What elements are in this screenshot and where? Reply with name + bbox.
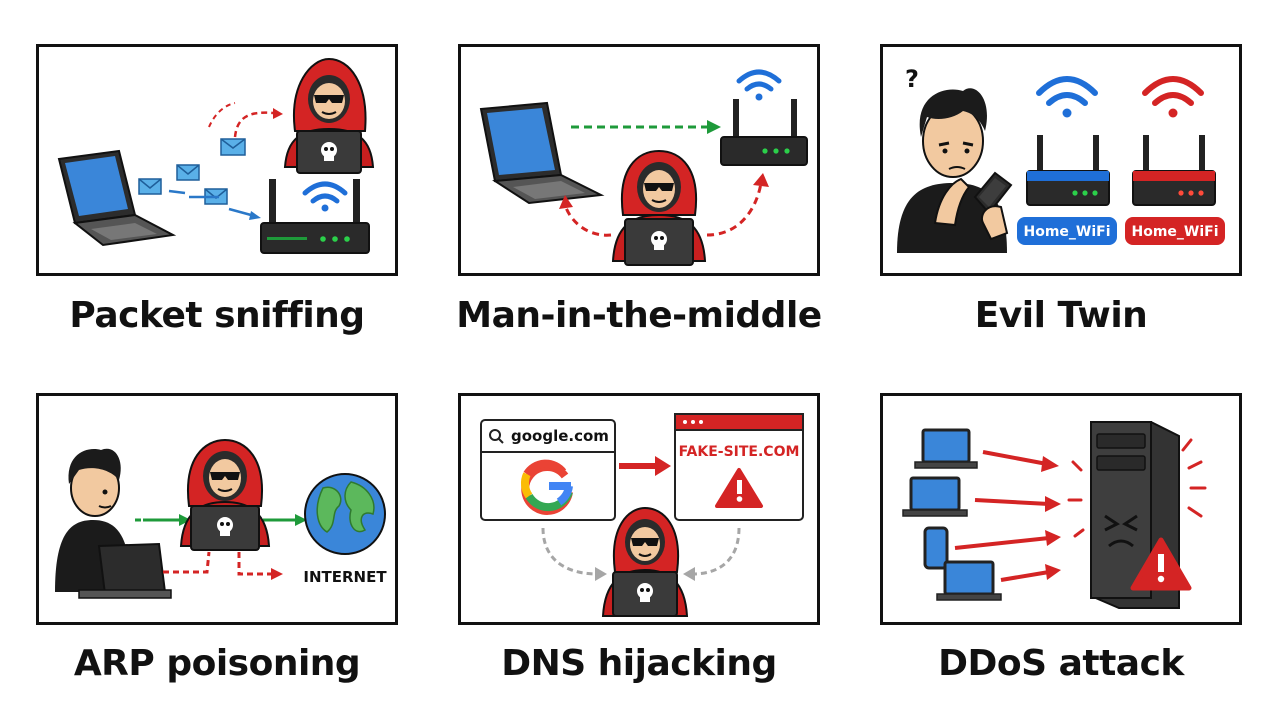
google-logo-icon bbox=[521, 459, 573, 515]
skull-icon bbox=[651, 231, 667, 250]
caption-evil-twin: Evil Twin bbox=[974, 295, 1148, 336]
skull-icon bbox=[637, 583, 653, 602]
laptop-icon bbox=[78, 542, 172, 599]
panel-ddos-attack bbox=[880, 393, 1242, 625]
question-mark: ? bbox=[905, 65, 919, 93]
router-icon bbox=[260, 179, 370, 254]
evil-twin-illustration: ? bbox=[897, 65, 1225, 253]
wifi-icon bbox=[736, 69, 782, 101]
packet-sniffing-illustration bbox=[57, 57, 375, 254]
panel-dns-hijacking: google.com FAKE-SITE.COM bbox=[458, 393, 820, 625]
laptop-icon bbox=[936, 560, 1002, 601]
router-icon bbox=[1132, 135, 1216, 206]
panel-man-in-the-middle bbox=[458, 44, 820, 276]
laptop-icon bbox=[57, 149, 177, 247]
envelope-icon bbox=[220, 138, 246, 156]
wifi-label-red-text: Home_WiFi bbox=[1131, 224, 1218, 240]
internet-label: INTERNET bbox=[303, 568, 387, 586]
laptop-icon bbox=[902, 476, 968, 517]
search-icon bbox=[489, 429, 504, 444]
panel-arp-poisoning: INTERNET bbox=[36, 393, 398, 625]
hacker-icon bbox=[179, 438, 271, 551]
browser-window-fake: FAKE-SITE.COM bbox=[674, 413, 804, 521]
wifi-label-red bbox=[1125, 217, 1225, 245]
panel-packet-sniffing bbox=[36, 44, 398, 276]
caption-ddos-attack: DDoS attack bbox=[938, 643, 1184, 684]
warning-icon bbox=[1130, 537, 1192, 591]
person-icon bbox=[897, 88, 1007, 253]
mitm-illustration bbox=[479, 69, 808, 266]
warning-icon bbox=[715, 468, 763, 508]
fake-site-text: FAKE-SITE.COM bbox=[679, 444, 800, 460]
wifi-icon bbox=[1036, 76, 1098, 118]
router-icon bbox=[1026, 135, 1110, 206]
caption-packet-sniffing: Packet sniffing bbox=[69, 295, 365, 336]
hacker-icon bbox=[283, 57, 375, 174]
url-text: google.com bbox=[511, 427, 609, 445]
browser-window-real: google.com bbox=[480, 419, 616, 521]
caption-man-in-the-middle: Man-in-the-middle bbox=[456, 295, 822, 336]
phone-icon bbox=[973, 171, 1013, 241]
panel-evil-twin: ? bbox=[880, 44, 1242, 276]
laptop-icon bbox=[914, 428, 978, 469]
wifi-label-blue-text: Home_WiFi bbox=[1023, 224, 1110, 240]
wifi-icon bbox=[1142, 76, 1204, 118]
dns-hijacking-illustration: google.com FAKE-SITE.COM bbox=[480, 413, 804, 617]
caption-dns-hijacking: DNS hijacking bbox=[501, 643, 777, 684]
laptop-icon bbox=[479, 101, 605, 205]
envelope-icon bbox=[176, 164, 200, 181]
phone-icon bbox=[923, 526, 949, 570]
router-icon bbox=[720, 99, 808, 166]
hacker-icon bbox=[611, 149, 707, 266]
skull-icon bbox=[321, 142, 337, 161]
arp-poisoning-illustration: INTERNET bbox=[55, 438, 387, 599]
globe-icon bbox=[304, 473, 386, 555]
wifi-label-blue bbox=[1017, 217, 1117, 245]
envelope-icon bbox=[138, 178, 162, 195]
ddos-attack-illustration bbox=[902, 421, 1207, 609]
caption-arp-poisoning: ARP poisoning bbox=[73, 643, 361, 684]
wifi-icon bbox=[302, 181, 348, 212]
skull-icon bbox=[217, 517, 233, 536]
hacker-icon bbox=[601, 506, 689, 617]
